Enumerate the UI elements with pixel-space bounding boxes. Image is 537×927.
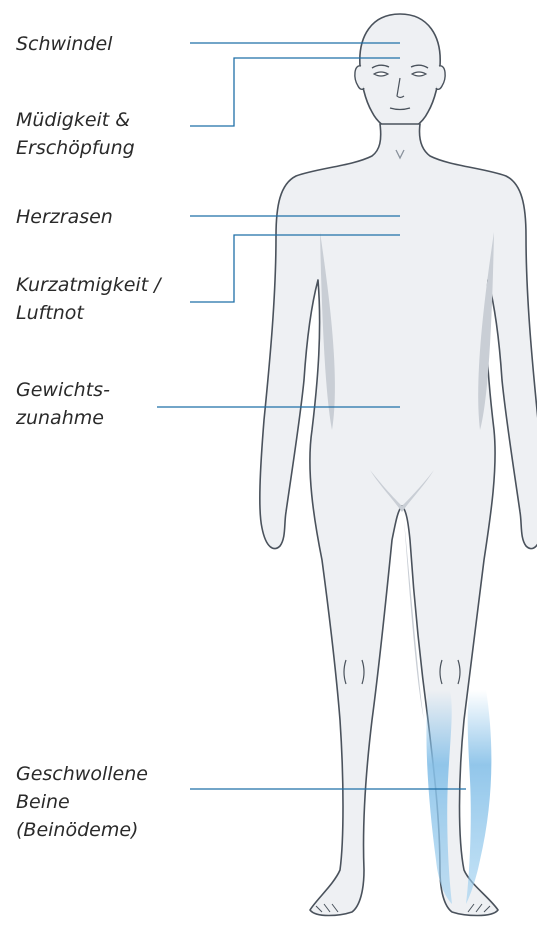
head <box>360 14 440 132</box>
body-silhouette <box>260 124 537 916</box>
swollen-leg-highlight-outer <box>466 690 491 904</box>
body-figure <box>260 14 537 916</box>
